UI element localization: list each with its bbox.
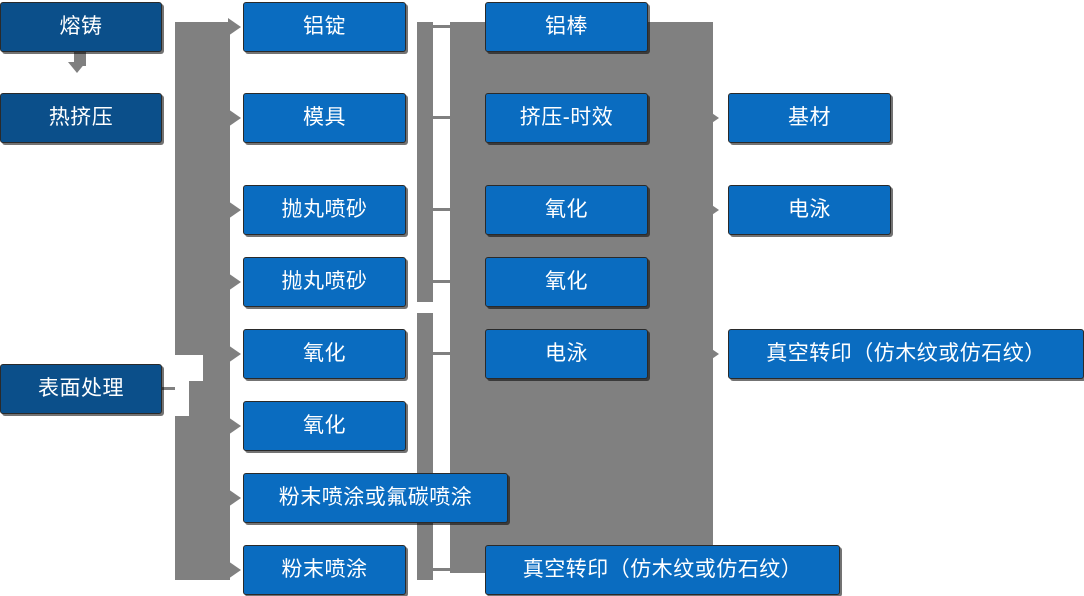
mid-stub-5 (430, 352, 454, 355)
input-arrow-4-icon (228, 273, 241, 291)
mid-narrow-band-top (417, 22, 433, 302)
mid-stub-4 (430, 280, 454, 283)
stage-box-hot-extrusion[interactable]: 热挤压 (0, 93, 162, 143)
mid-stub-3 (430, 208, 454, 211)
output-box-base-material[interactable]: 基材 (728, 93, 891, 143)
process-box-oxidation-1[interactable]: 氧化 (485, 185, 648, 235)
output-box-vacuum-transfer-printing[interactable]: 真空转印（仿木纹或仿石纹） (728, 329, 1084, 379)
input-box-oxidation-2[interactable]: 氧化 (243, 401, 406, 451)
output-arrow-2-icon (706, 201, 719, 219)
input-arrow-7-icon (228, 489, 241, 507)
input-arrow-1-icon (228, 18, 241, 36)
stage-box-surface-treatment[interactable]: 表面处理 (0, 364, 162, 414)
stage-down-arrow-icon (68, 62, 86, 73)
stage-box-melting-casting[interactable]: 熔铸 (0, 2, 162, 52)
input-box-mold[interactable]: 模具 (243, 93, 406, 143)
mid-stub-2 (430, 116, 454, 119)
mid-stub-6 (430, 568, 454, 571)
output-box-electrophoresis[interactable]: 电泳 (728, 185, 891, 235)
process-box-electrophoresis[interactable]: 电泳 (485, 329, 648, 379)
input-box-oxidation-1[interactable]: 氧化 (243, 329, 406, 379)
output-arrow-1-icon (706, 109, 719, 127)
input-box-shot-blasting-1[interactable]: 抛丸喷砂 (243, 185, 406, 235)
input-arrow-2-icon (228, 109, 241, 127)
band-notch (175, 355, 203, 381)
input-arrow-5-icon (228, 345, 241, 363)
mid-stub-1 (430, 25, 454, 28)
surface-treatment-stub (160, 387, 182, 390)
input-box-aluminum-ingot[interactable]: 铝锭 (243, 2, 406, 52)
process-box-aluminum-bar[interactable]: 铝棒 (485, 2, 648, 52)
input-arrow-6-icon (228, 417, 241, 435)
band-notch-2 (175, 381, 189, 416)
input-arrow-3-icon (228, 201, 241, 219)
process-box-vacuum-transfer-printing[interactable]: 真空转印（仿木纹或仿石纹） (485, 545, 840, 595)
output-arrow-3-icon (706, 345, 719, 363)
input-box-powder-or-fluorocarbon-coating[interactable]: 粉末喷涂或氟碳喷涂 (243, 473, 508, 523)
input-box-shot-blasting-2[interactable]: 抛丸喷砂 (243, 257, 406, 307)
process-box-extrusion-aging[interactable]: 挤压-时效 (485, 93, 648, 143)
input-box-powder-coating[interactable]: 粉末喷涂 (243, 545, 406, 595)
stage-to-input-band (175, 22, 230, 580)
process-box-oxidation-2[interactable]: 氧化 (485, 257, 648, 307)
input-arrow-8-icon (228, 561, 241, 579)
